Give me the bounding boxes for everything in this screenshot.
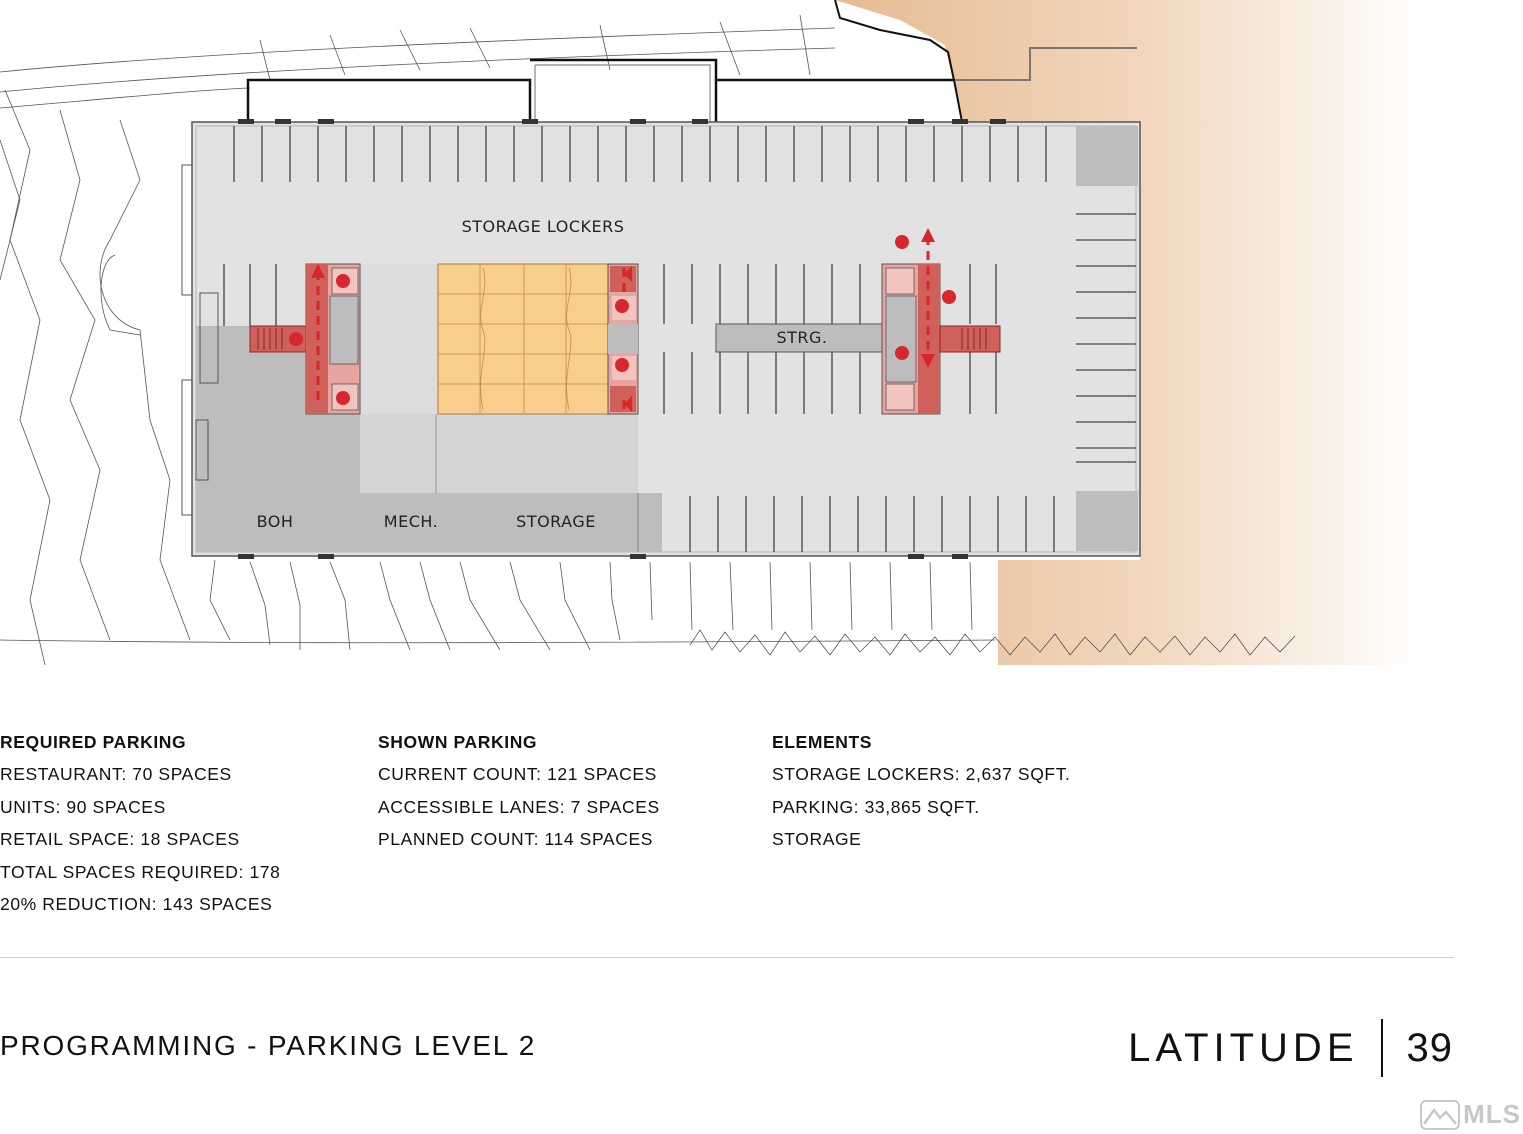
list-item: PLANNED COUNT: 114 SPACES bbox=[378, 829, 653, 850]
corner-block bbox=[1076, 491, 1138, 551]
label-mech: MECH. bbox=[384, 512, 438, 531]
property-line bbox=[834, 0, 963, 123]
parking-level-plan: STORAGE LOCKERS STRG. BOH MECH. STORAGE bbox=[0, 0, 1420, 665]
shown-parking-title: SHOWN PARKING bbox=[378, 732, 538, 752]
required-parking-column: REQUIRED PARKING RESTAURANT: 70 SPACES U… bbox=[0, 726, 280, 920]
egress-arrows bbox=[316, 236, 930, 410]
page-title: PROGRAMMING - PARKING LEVEL 2 bbox=[0, 1030, 537, 1061]
upper-building-outline bbox=[246, 58, 955, 122]
brand-divider bbox=[1380, 1019, 1383, 1077]
arrow-heads bbox=[311, 228, 935, 412]
strg-bar bbox=[715, 323, 883, 353]
label-boh: BOH bbox=[257, 512, 294, 531]
label-storage-lockers: STORAGE LOCKERS bbox=[462, 217, 625, 236]
corner-block bbox=[1076, 126, 1138, 186]
column-marks bbox=[238, 119, 1006, 559]
list-item: RETAIL SPACE: 18 SPACES bbox=[0, 829, 240, 850]
list-item: UNITS: 90 SPACES bbox=[0, 796, 166, 817]
property-line-top bbox=[955, 47, 1137, 81]
brand-name: LATITUDE bbox=[1128, 1025, 1359, 1070]
label-storage: STORAGE bbox=[516, 512, 596, 531]
contour-lines bbox=[0, 14, 996, 665]
list-item: STORAGE bbox=[772, 829, 862, 850]
terrain-area bbox=[835, 0, 1420, 665]
west-entrance bbox=[181, 164, 219, 516]
brand-logo: LATITUDE 39 bbox=[1128, 1018, 1453, 1078]
mls-text: MLS bbox=[1463, 1099, 1521, 1129]
shown-parking-column: SHOWN PARKING CURRENT COUNT: 121 SPACES … bbox=[378, 726, 660, 856]
egress-markers bbox=[289, 235, 956, 405]
divider bbox=[0, 957, 1454, 958]
elements-title: ELEMENTS bbox=[772, 732, 873, 752]
list-item: RESTAURANT: 70 SPACES bbox=[0, 764, 232, 785]
storage-lockers-block bbox=[437, 263, 609, 415]
brand-number: 39 bbox=[1406, 1025, 1453, 1070]
label-strg: STRG. bbox=[776, 328, 827, 347]
west-stair-core bbox=[249, 263, 361, 415]
east-stair-core bbox=[881, 263, 1001, 415]
rock-scribble bbox=[689, 629, 1296, 656]
mls-mountain-icon bbox=[1420, 1099, 1461, 1130]
list-item: 20% REDUCTION: 143 SPACES bbox=[0, 894, 273, 915]
list-item: TOTAL SPACES REQUIRED: 178 bbox=[0, 861, 281, 882]
list-item: ACCESSIBLE LANES: 7 SPACES bbox=[378, 796, 660, 817]
list-item: CURRENT COUNT: 121 SPACES bbox=[378, 764, 657, 785]
parking-stripes bbox=[223, 126, 1136, 552]
list-item: STORAGE LOCKERS: 2,637 SQFT. bbox=[772, 764, 1071, 785]
mls-watermark: MLS bbox=[1420, 1099, 1521, 1130]
list-item: PARKING: 33,865 SQFT. bbox=[772, 796, 980, 817]
required-parking-title: REQUIRED PARKING bbox=[0, 732, 187, 752]
elements-column: ELEMENTS STORAGE LOCKERS: 2,637 SQFT. PA… bbox=[772, 726, 1071, 856]
